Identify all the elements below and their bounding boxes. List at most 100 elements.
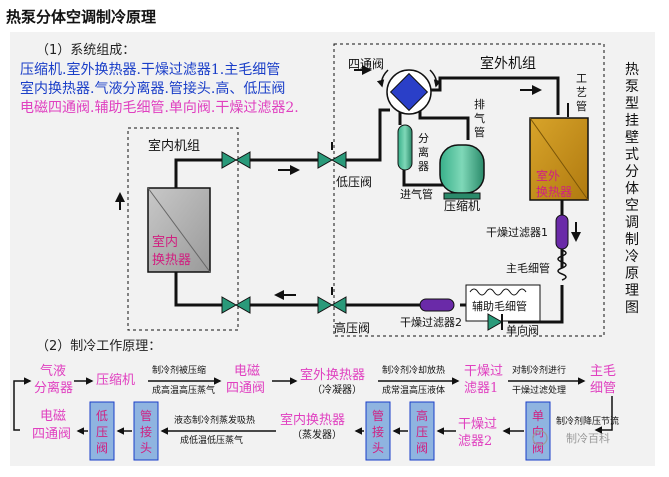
exhaust-pipe-label-2: 气 — [474, 111, 485, 125]
composition-line-1: 压缩机.室外换热器.干燥过滤器1.主毛细管 — [20, 61, 280, 78]
separator-label-1: 分 — [418, 132, 429, 145]
r1-capillary-2: 细管 — [590, 381, 616, 396]
note-dry-bottom: 干燥过滤处理 — [512, 384, 566, 396]
diagram-panel — [10, 32, 655, 466]
refrigerant-piping — [174, 76, 564, 324]
compressor — [439, 144, 485, 194]
box-low-valve — [89, 401, 115, 461]
compressor-label: 压缩机 — [444, 198, 480, 213]
check-valve-label: 单向阀 — [506, 323, 539, 337]
r2-evaporator: （蒸发器） — [292, 428, 342, 441]
r1-filter1-2: 滤器1 — [464, 381, 498, 396]
aux-capillary-label: 辅助毛细管 — [472, 299, 527, 313]
svg-text:管: 管 — [372, 408, 384, 423]
check-valve — [487, 313, 504, 331]
watermark-icon — [532, 430, 548, 446]
note-evap-bottom: 成低温低压蒸气 — [180, 434, 243, 446]
filter2-label: 干燥过滤器2 — [400, 316, 462, 329]
process-pipe-label-3: 管 — [576, 99, 587, 113]
svg-text:空: 空 — [625, 198, 639, 214]
r1-outdoor-hx: 室外换热器 — [300, 367, 365, 383]
intake-pipe-label: 进气管 — [400, 187, 433, 201]
box-joint-2 — [365, 401, 391, 461]
svg-text:热: 热 — [625, 62, 639, 78]
principle-heading: （2）制冷工作原理： — [36, 339, 161, 354]
page-title: 热泵分体空调制冷原理 — [6, 8, 157, 26]
svg-text:接: 接 — [140, 424, 152, 439]
outdoor-hx-label-2: 换热器 — [536, 185, 572, 199]
separator — [397, 124, 413, 171]
composition-heading: （1）系统组成： — [36, 43, 135, 58]
separator-label-2: 离 — [418, 145, 429, 159]
r2-indoor-hx: 室内换热器 — [280, 412, 345, 428]
exhaust-pipe-label-1: 排 — [474, 97, 485, 111]
svg-text:高: 高 — [416, 408, 428, 423]
filter1-label: 干燥过滤器1 — [486, 226, 548, 239]
r1-separator-2: 分离器 — [34, 380, 73, 396]
low-valve-label: 低压阀 — [336, 175, 372, 189]
svg-text:头: 头 — [140, 441, 152, 455]
r2-fourway-1: 电磁 — [40, 409, 66, 424]
outdoor-hx-label-1: 室外 — [536, 168, 560, 183]
svg-text:头: 头 — [372, 441, 384, 455]
r1-condenser: （冷凝器） — [312, 383, 362, 396]
note-evap-top: 液态制冷剂蒸发吸热 — [174, 414, 255, 426]
valves — [221, 142, 347, 314]
svg-text:理: 理 — [625, 283, 639, 299]
process-pipe-label-2: 艺 — [576, 86, 587, 99]
svg-text:壁: 壁 — [625, 130, 639, 146]
svg-text:式: 式 — [625, 147, 639, 163]
r1-fourway-2: 四通阀 — [226, 381, 265, 396]
row2-boxes: 低 压 阀 管 接 头 管 接 头 高 压 阀 单 向 阀 — [89, 401, 551, 461]
r1-filter1-1: 干燥过 — [464, 364, 503, 379]
r2-filter2-2: 滤器2 — [458, 434, 492, 449]
process-pipe-label-1: 工 — [576, 72, 587, 85]
r2-fourway-2: 四通阀 — [32, 427, 71, 442]
box-high-valve — [409, 401, 435, 461]
svg-text:压: 压 — [96, 425, 108, 439]
indoor-hx-label-2: 换热器 — [152, 253, 191, 268]
four-way-valve-diamond — [389, 72, 429, 112]
svg-text:低: 低 — [96, 409, 108, 423]
indoor-unit-box — [127, 127, 239, 331]
svg-text:压: 压 — [416, 425, 428, 439]
r1-fourway-1: 电磁 — [234, 364, 260, 379]
r1-separator-1: 气液 — [40, 363, 66, 379]
r1-capillary-1: 主毛 — [590, 364, 616, 379]
svg-text:阀: 阀 — [532, 441, 544, 455]
separator-label-3: 器 — [418, 160, 429, 173]
four-way-valve-label: 四通阀 — [348, 57, 384, 71]
note-cool-bottom: 成常温高压液体 — [382, 384, 445, 396]
composition-line-3: 电磁四通阀.辅助毛细管.单向阀.干燥过滤器2. — [20, 100, 299, 116]
exhaust-pipe-label-3: 管 — [474, 125, 485, 139]
flow-arrows — [115, 65, 581, 300]
svg-text:型: 型 — [625, 96, 639, 112]
indoor-hx-label-1: 室内 — [152, 234, 178, 250]
box-joint-1 — [133, 401, 159, 461]
note-throttle: 制冷剂降压节流 — [556, 415, 619, 427]
svg-text:原: 原 — [625, 266, 639, 282]
svg-text:图: 图 — [625, 300, 639, 316]
side-title: 热 泵 型 挂 壁 式 分 体 空 调 制 冷 原 理 图 — [625, 62, 639, 316]
note-compress-top: 制冷剂被压缩 — [152, 364, 206, 376]
svg-text:单: 单 — [532, 409, 544, 423]
main-capillary-coil — [557, 249, 567, 281]
outdoor-unit-label: 室外机组 — [480, 55, 536, 72]
svg-text:制: 制 — [625, 232, 639, 248]
high-valve-label: 高压阀 — [334, 320, 370, 335]
svg-text:管: 管 — [140, 408, 152, 423]
svg-text:阀: 阀 — [416, 441, 428, 455]
svg-text:挂: 挂 — [625, 113, 639, 129]
svg-text:阀: 阀 — [96, 441, 108, 455]
r2-filter2-1: 干燥过 — [458, 417, 497, 432]
main-capillary-label: 主毛细管 — [506, 261, 550, 275]
svg-text:冷: 冷 — [625, 249, 639, 265]
filter-1 — [555, 214, 569, 250]
svg-text:调: 调 — [625, 215, 639, 231]
svg-text:接: 接 — [372, 424, 384, 439]
svg-text:体: 体 — [625, 181, 639, 197]
composition-line-2: 室内换热器.气液分离器.管接头.高、低压阀 — [20, 80, 285, 97]
note-cool-top: 制冷剂冷却放热 — [382, 364, 445, 376]
svg-text:泵: 泵 — [625, 79, 639, 95]
